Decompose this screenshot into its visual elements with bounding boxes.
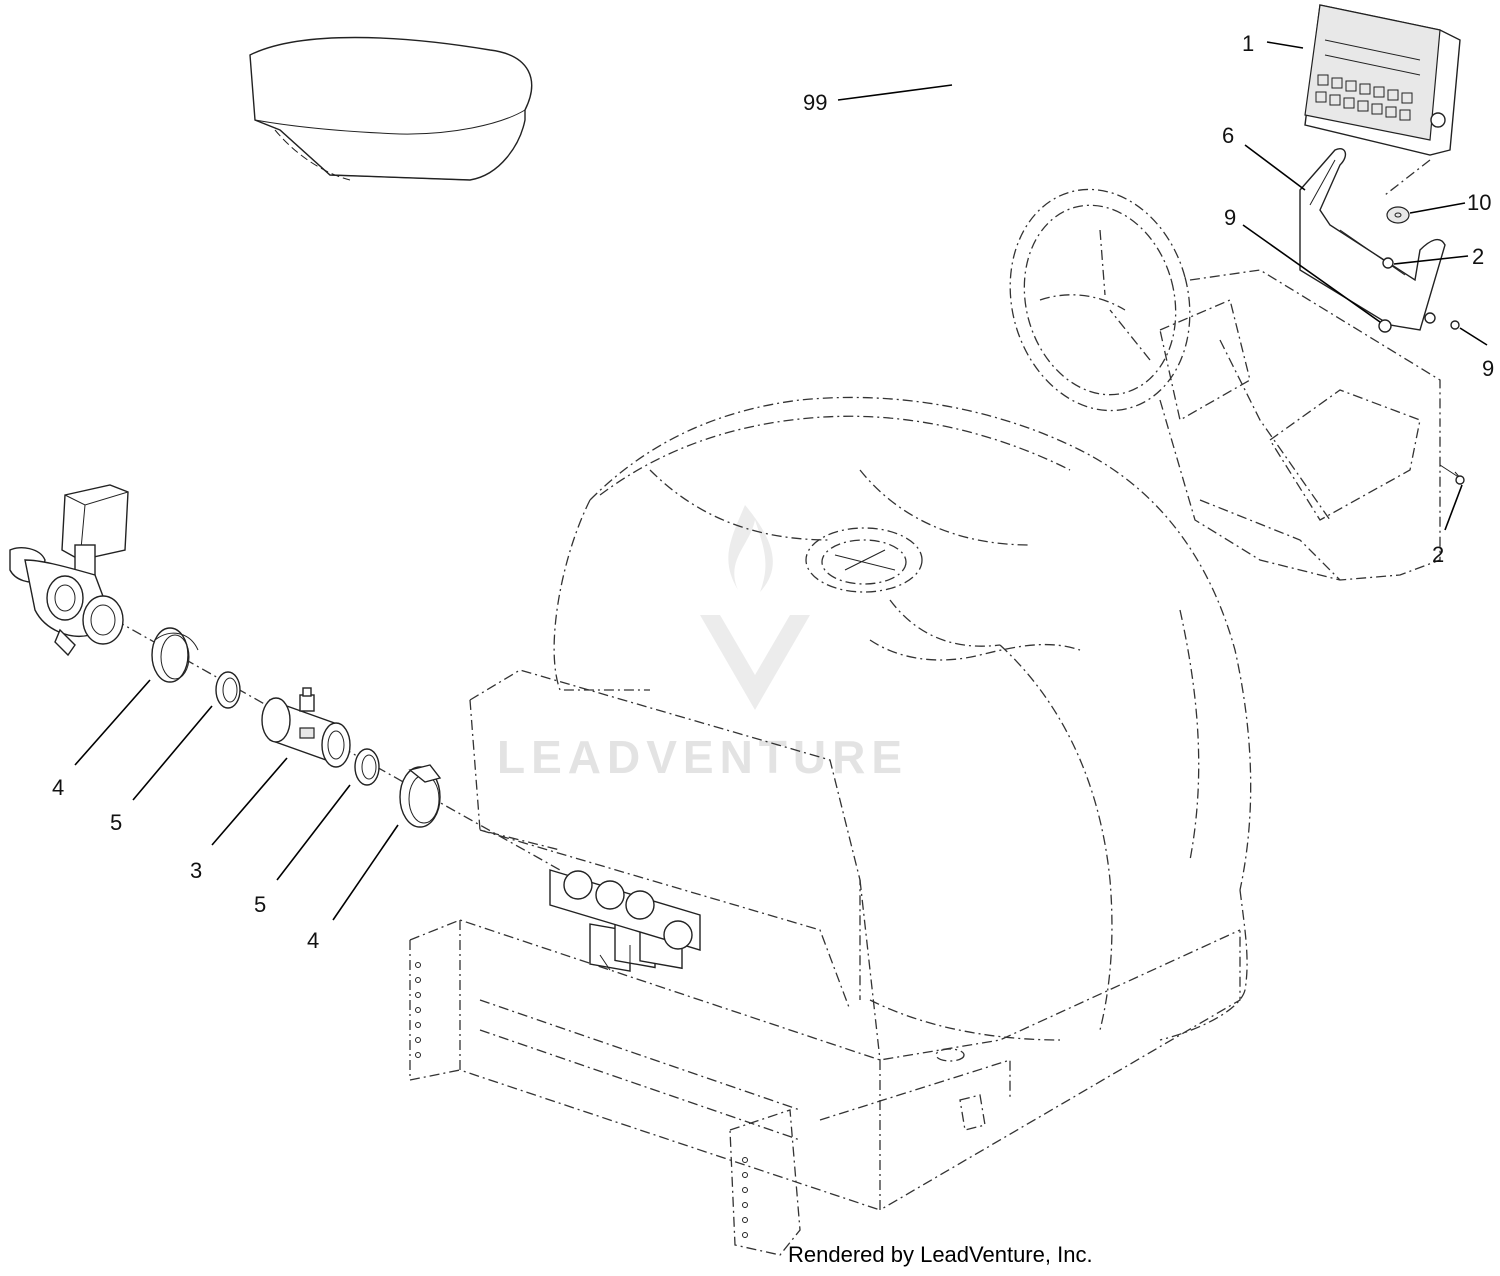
callout-9: 9 — [1482, 356, 1494, 381]
frame-holes — [415, 962, 748, 1238]
part-4-clamp-right — [399, 764, 442, 828]
leader-99 — [837, 84, 953, 101]
part-5-oring-left — [215, 671, 241, 709]
steering-assembly — [1009, 188, 1465, 581]
callout-2: 2 — [1432, 542, 1444, 567]
leader-4a — [74, 679, 151, 766]
leader-2b — [1444, 484, 1463, 531]
callout-9: 9 — [1224, 205, 1236, 230]
fasteners — [1378, 257, 1460, 333]
part-3-flowmeter — [261, 687, 351, 768]
part-99-cover — [249, 36, 533, 181]
callout-3: 3 — [190, 858, 202, 883]
leader-9a — [1242, 224, 1381, 323]
leader-6 — [1244, 144, 1306, 191]
leader-3 — [211, 757, 288, 846]
spray-tank — [553, 396, 1252, 1041]
watermark-logo-icon — [700, 615, 810, 710]
leader-1 — [1266, 41, 1304, 49]
callout-4: 4 — [52, 775, 64, 800]
chassis-frame — [409, 669, 1241, 1256]
watermark-text: LEADVENTURE — [497, 731, 908, 783]
leader-10 — [1409, 202, 1466, 214]
leader-lines — [74, 41, 1488, 921]
part-4-clamp-left — [151, 627, 199, 683]
callout-1: 1 — [1242, 31, 1254, 56]
callout-2: 2 — [1472, 244, 1484, 269]
watermark: LEADVENTURE — [497, 505, 908, 783]
leader-5b — [276, 784, 351, 881]
boom-valve-assembly — [9, 484, 129, 657]
callout-10: 10 — [1467, 190, 1491, 215]
watermark-flame-icon — [728, 505, 773, 592]
part-1-controller — [1304, 4, 1461, 196]
valve-manifold — [549, 869, 701, 972]
part-10-washer — [1386, 206, 1410, 224]
part-5-oring-right — [354, 748, 380, 786]
part-6-bracket — [1299, 148, 1446, 331]
callout-5: 5 — [254, 892, 266, 917]
controller-buttons — [1315, 74, 1413, 121]
leader-2a — [1393, 255, 1469, 265]
callout-4: 4 — [307, 928, 319, 953]
callout-6: 6 — [1222, 123, 1234, 148]
render-credit: Rendered by LeadVenture, Inc. — [788, 1242, 1093, 1267]
leader-5a — [132, 705, 213, 801]
callout-5: 5 — [110, 810, 122, 835]
leader-9b — [1459, 327, 1488, 346]
callout-99: 99 — [803, 90, 827, 115]
leader-4b — [332, 824, 399, 921]
callout-labels: 1 99 6 10 9 2 9 2 4 5 3 5 4 — [52, 31, 1494, 953]
